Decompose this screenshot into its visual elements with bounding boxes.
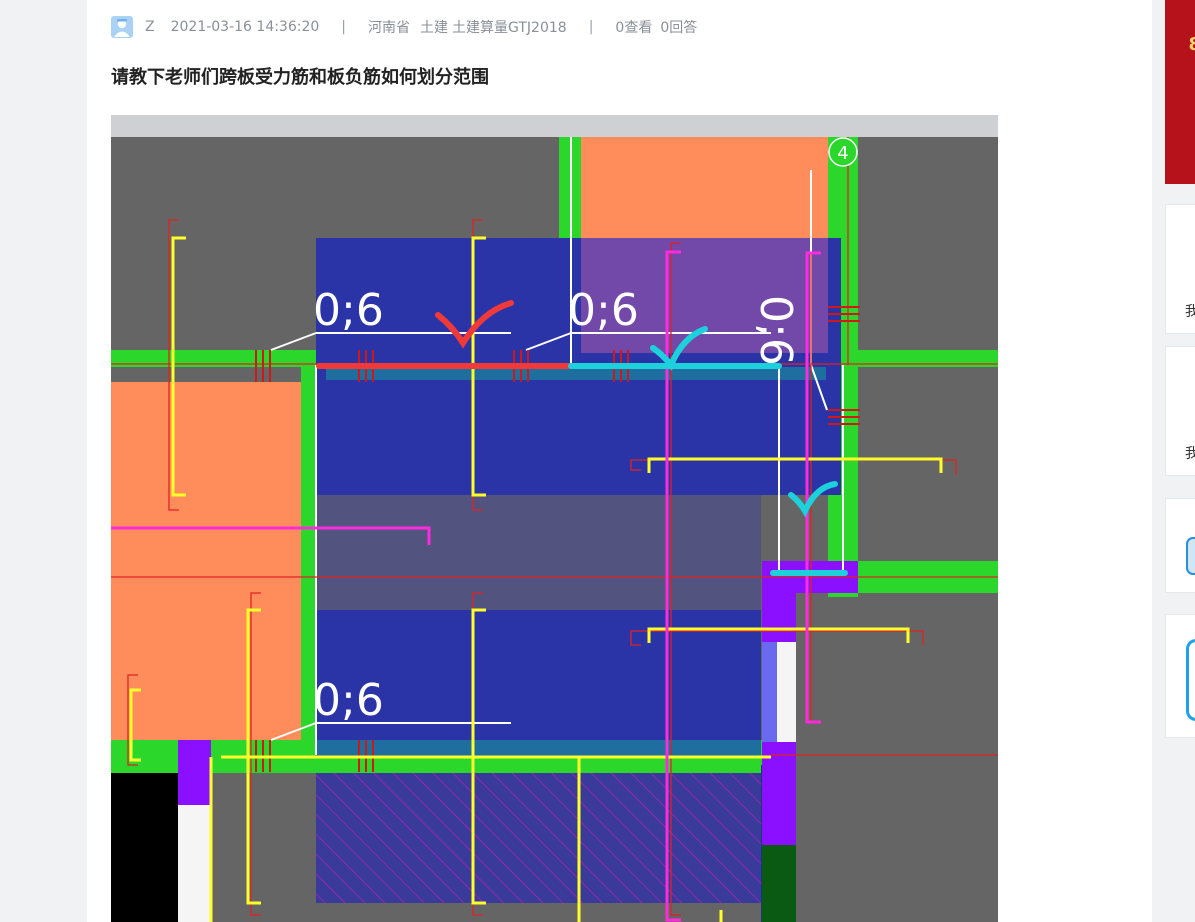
sidebar-banner[interactable]: 8: [1165, 0, 1195, 184]
meta-separator: |: [341, 19, 347, 35]
app-icon: [1186, 537, 1195, 575]
app-icon: [1186, 639, 1195, 721]
answer-count: 0回答: [660, 20, 698, 36]
author-name[interactable]: Z: [145, 19, 155, 35]
sidebar-card-text: 我: [1185, 446, 1195, 462]
cyan-check-mark: [650, 326, 708, 371]
sidebar-card[interactable]: [1165, 498, 1195, 593]
rebar-label: 0;6: [313, 675, 384, 726]
sidebar-card[interactable]: 我: [1165, 346, 1195, 476]
question-image[interactable]: 0;6 0;6 0;6 0;6 4: [111, 115, 998, 922]
axis-bubble: [828, 137, 858, 167]
sidebar-card[interactable]: [1165, 614, 1195, 738]
sidebar-card[interactable]: 我: [1165, 204, 1195, 334]
rebar-label: 0;6: [568, 285, 639, 336]
rebar-label: 0;6: [313, 285, 384, 336]
red-check-mark: [435, 300, 514, 349]
rebar-label: 0;6: [750, 295, 801, 366]
view-count: 0查看: [615, 20, 653, 36]
post-province: 河南省: [368, 20, 411, 36]
sidebar-card-text: 我: [1185, 304, 1195, 320]
post-category: 土建: [420, 20, 449, 36]
question-title: 请教下老师们跨板受力筋和板负筋如何划分范围: [111, 67, 489, 88]
avatar[interactable]: [111, 16, 133, 38]
meta-separator: |: [588, 19, 594, 35]
post-meta: Z 2021-03-16 14:36:20 | 河南省 土建 土建算量GTJ20…: [111, 16, 697, 38]
cyan-check-mark: [788, 481, 838, 518]
post-software: 土建算量GTJ2018: [452, 20, 567, 36]
axis-number: 4: [837, 143, 848, 164]
post-datetime: 2021-03-16 14:36:20: [170, 19, 320, 35]
banner-text: 8: [1188, 34, 1195, 55]
